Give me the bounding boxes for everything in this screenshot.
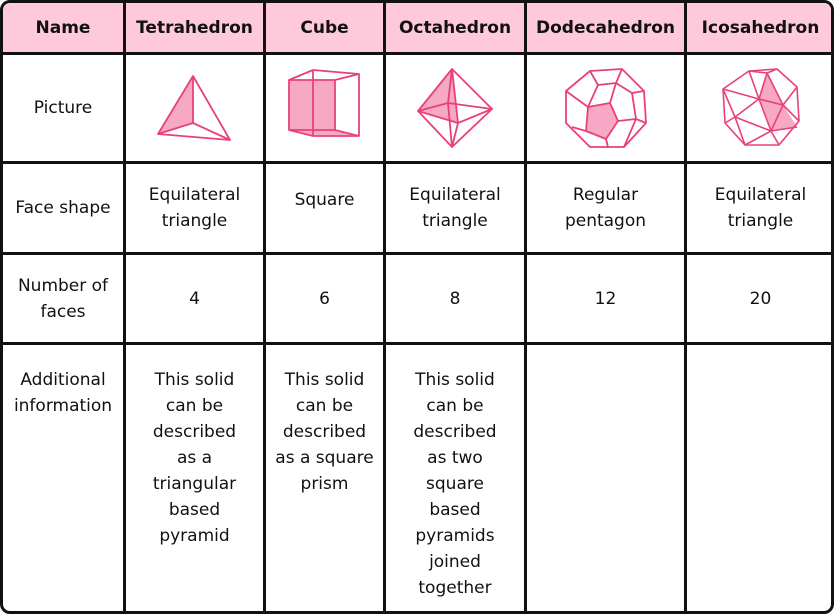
- row-divider: [3, 252, 831, 255]
- octahedron-picture-cell: [386, 55, 524, 161]
- row-divider: [3, 342, 831, 345]
- faces-icosahedron: 20: [687, 255, 831, 342]
- face-shape-dodecahedron: Regular pentagon: [527, 164, 684, 252]
- header-name: Name: [35, 18, 91, 38]
- additional-tetrahedron: This solid can be described as a triangu…: [126, 345, 263, 611]
- face-shape-value: Equilateral triangle: [409, 185, 501, 231]
- additional-label: Additional information: [13, 370, 113, 416]
- faces-value: 4: [189, 288, 200, 309]
- picture-label: Picture: [33, 98, 93, 118]
- additional-icosahedron: [687, 345, 831, 611]
- cube-icon: [287, 69, 360, 137]
- face-shape-tetrahedron: Equilateral triangle: [126, 164, 263, 252]
- header-icosahedron: Icosahedron: [701, 18, 820, 38]
- faces-value: 12: [594, 288, 617, 309]
- additional-value: This solid can be described as two squar…: [413, 370, 497, 598]
- column-divider: [263, 3, 266, 611]
- row-divider: [3, 161, 831, 164]
- face-shape-value: Equilateral triangle: [148, 185, 241, 231]
- row-label-picture: Picture: [3, 55, 123, 161]
- header-row: [3, 3, 831, 53]
- face-shape-icosahedron: Equilateral triangle: [687, 164, 831, 252]
- row-label-additional: Additional information: [3, 345, 123, 611]
- face-shape-cube: Square: [266, 164, 383, 252]
- header-tetrahedron: Tetrahedron: [136, 18, 253, 38]
- faces-value: 6: [319, 288, 330, 309]
- faces-value: 20: [749, 288, 772, 309]
- icosahedron-picture-cell: [687, 55, 831, 161]
- additional-value: This solid can be described as a triangu…: [152, 370, 237, 546]
- face-shape-value: Equilateral triangle: [714, 185, 807, 231]
- row-label-faces: Number of faces: [3, 255, 123, 342]
- faces-cube: 6: [266, 255, 383, 342]
- icosahedron-icon: [721, 68, 800, 146]
- cube-picture-cell: [266, 55, 383, 161]
- row-divider: [3, 52, 831, 55]
- face-shape-octahedron: Equilateral triangle: [386, 164, 524, 252]
- tetrahedron-icon: [156, 75, 231, 141]
- faces-tetrahedron: 4: [126, 255, 263, 342]
- faces-value: 8: [449, 288, 461, 309]
- column-divider: [684, 3, 687, 611]
- column-divider: [524, 3, 527, 611]
- column-divider: [383, 3, 386, 611]
- row-label-face-shape: Face shape: [3, 164, 123, 252]
- faces-octahedron: 8: [386, 255, 524, 342]
- additional-cube: This solid can be described as a square …: [266, 345, 383, 611]
- face-shape-label: Face shape: [15, 198, 111, 218]
- octahedron-icon: [417, 68, 493, 148]
- faces-label: Number of faces: [17, 275, 109, 322]
- column-divider: [123, 3, 126, 611]
- dodecahedron-icon: [564, 68, 647, 148]
- tetrahedron-picture-cell: [126, 55, 263, 161]
- dodecahedron-picture-cell: [527, 55, 684, 161]
- header-cube: Cube: [300, 18, 349, 38]
- header-dodecahedron: Dodecahedron: [535, 18, 675, 38]
- face-shape-value: Regular pentagon: [564, 185, 647, 231]
- header-octahedron: Octahedron: [398, 18, 512, 38]
- faces-dodecahedron: 12: [527, 255, 684, 342]
- additional-octahedron: This solid can be described as two squar…: [386, 345, 524, 611]
- face-shape-value: Square: [294, 190, 355, 210]
- additional-dodecahedron: [527, 345, 684, 611]
- additional-value: This solid can be described as a square …: [275, 370, 374, 494]
